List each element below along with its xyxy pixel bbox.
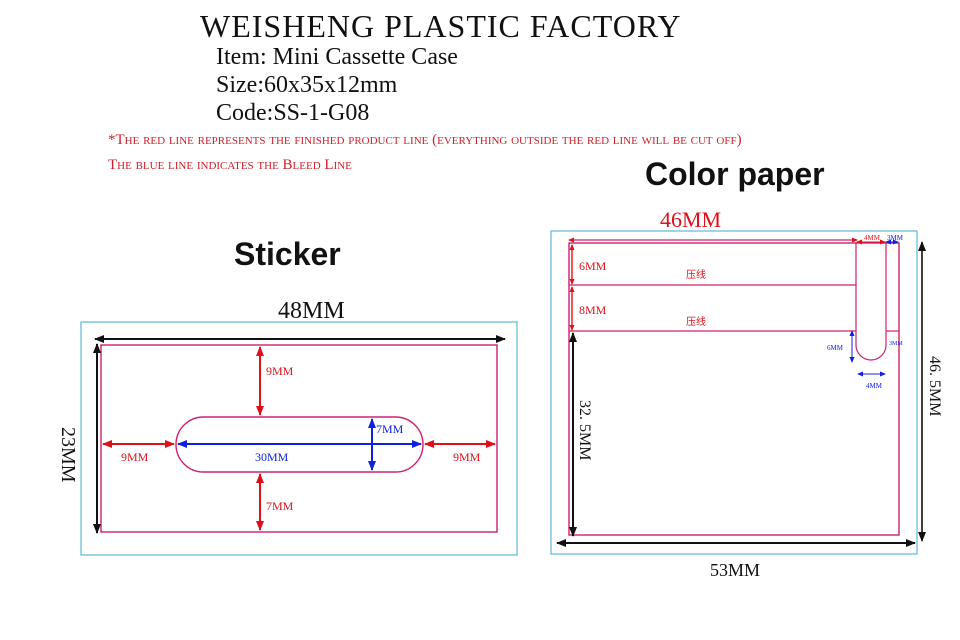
crease-label-1: 压线 xyxy=(686,268,706,281)
right-height-label: 46. 5MM xyxy=(926,356,943,416)
tab-4mm-top-label: 4MM xyxy=(864,234,881,242)
sticker-right-margin-label: 9MM xyxy=(453,450,481,464)
top-width-label: 46MM xyxy=(660,207,721,232)
sticker-width-label: 48MM xyxy=(278,298,345,324)
code-line: Code:SS-1-G08 xyxy=(216,100,370,126)
size-line: Size:60x35x12mm xyxy=(216,72,398,98)
red-line-note: *The red line represents the finished pr… xyxy=(108,132,742,148)
band1-label: 6MM xyxy=(579,259,607,273)
band2-label: 8MM xyxy=(579,303,607,317)
tab-6mm-label: 6MM xyxy=(827,344,844,352)
sticker-cut-line xyxy=(100,344,498,533)
tab-3mm-top-label: 3MM xyxy=(887,234,904,242)
sticker-heading: Sticker xyxy=(234,236,341,272)
sticker-diagram: 48MM 23MM 9MM 7MM 9MM 9MM 30MM 7MM xyxy=(57,298,518,556)
sticker-slot xyxy=(175,416,424,473)
sticker-bottom-margin-label: 7MM xyxy=(266,499,294,513)
sticker-slot-length-label: 30MM xyxy=(255,450,289,464)
tab-4mm-bottom-label: 4MM xyxy=(866,382,883,390)
color-paper-bleed-line xyxy=(550,230,918,555)
factory-title: WEISHENG PLASTIC FACTORY xyxy=(200,8,682,44)
bottom-width-label: 53MM xyxy=(710,560,760,580)
sticker-left-margin-label: 9MM xyxy=(121,450,149,464)
sticker-slot-height-label: 7MM xyxy=(376,422,404,436)
tab-3mm-side-label: 3MM xyxy=(889,341,903,347)
left-height-label: 32. 5MM xyxy=(576,400,593,460)
sticker-bleed-line xyxy=(80,321,518,556)
sticker-height-label: 23MM xyxy=(57,427,79,483)
tab-notch xyxy=(855,243,887,361)
sticker-top-margin-label: 9MM xyxy=(266,364,294,378)
crease-label-2: 压线 xyxy=(686,315,706,328)
color-paper-cut-line xyxy=(568,242,900,536)
color-paper-heading: Color paper xyxy=(645,156,825,192)
blue-line-note: The blue line indicates the Bleed Line xyxy=(108,157,352,173)
item-line: Item: Mini Cassette Case xyxy=(216,44,458,70)
color-paper-diagram: 46MM 53MM 46. 5MM 32. 5MM 6MM 8MM 压线 压线 … xyxy=(550,207,943,580)
